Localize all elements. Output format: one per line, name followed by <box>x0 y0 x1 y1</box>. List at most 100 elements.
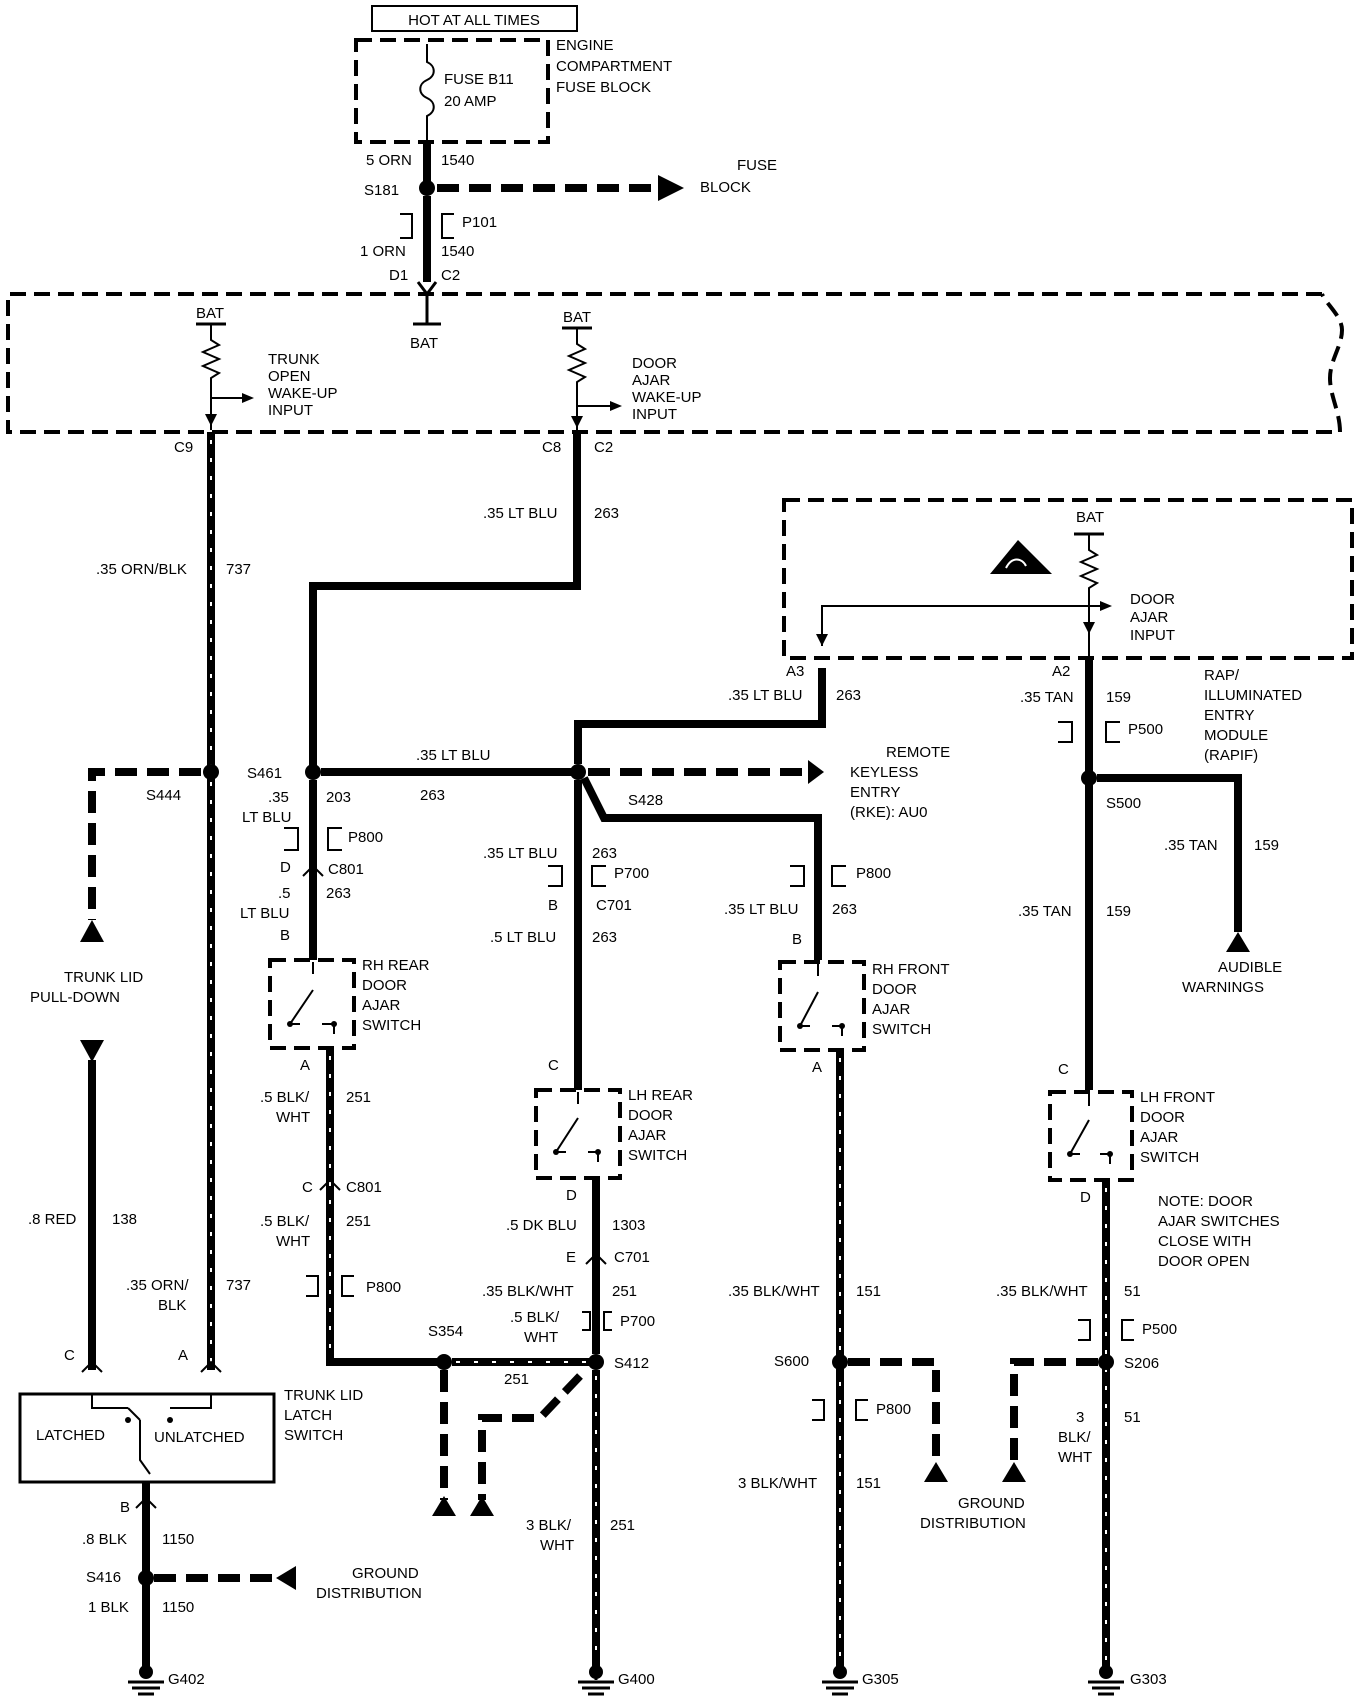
w263b-gauge-2: LT BLU <box>240 905 289 922</box>
rapif-tan-gauge: .35 TAN <box>1164 837 1218 854</box>
fuse-block-ref-2: BLOCK <box>700 179 751 196</box>
w263-circuit: 263 <box>594 505 619 522</box>
rh-front-switch-icon <box>799 964 843 1036</box>
lh-front-label-4: SWITCH <box>1140 1149 1199 1166</box>
ground-g303-icon <box>1088 1680 1124 1696</box>
w203-gauge-2: LT BLU <box>242 809 291 826</box>
rh-front-pin: A <box>812 1059 822 1076</box>
lh-rear-label-1: LH REAR <box>628 1087 693 1104</box>
pin-b-rf: B <box>792 931 802 948</box>
connector-p101-label: P101 <box>462 214 497 231</box>
fuse-block-arrow-icon <box>658 175 684 201</box>
connector-p500-b-label: P500 <box>1142 1321 1177 1338</box>
s206-ground-arrow-icon <box>1002 1462 1026 1482</box>
orn-circuit: 737 <box>226 1277 251 1294</box>
branch-ground-arrow-icon <box>470 1496 494 1516</box>
pin-c-lhf: C <box>1058 1061 1069 1078</box>
connector-p101-icon <box>400 213 454 239</box>
rhf2-circuit: 151 <box>856 1475 881 1492</box>
wire-159-audible <box>1097 774 1242 932</box>
splice-s354-label: S354 <box>428 1323 463 1340</box>
door-input-label-1: DOOR <box>632 355 677 372</box>
wire-to-rh-front <box>580 776 822 960</box>
lh-rear-label-4: SWITCH <box>628 1147 687 1164</box>
connector-p800-c-icon <box>812 1399 868 1421</box>
rapif-tan2-gauge: .35 TAN <box>1018 903 1072 920</box>
connector-p500-a-icon <box>1058 721 1120 743</box>
rke-arrow-icon <box>808 760 824 784</box>
ground-g400-dot <box>589 1665 603 1679</box>
splice-s461-label: S461 <box>247 765 282 782</box>
lh-front-pin: D <box>1080 1189 1091 1206</box>
rapif-name-3: ENTRY <box>1204 707 1255 724</box>
rh-front-label-1: RH FRONT <box>872 961 950 978</box>
ground-g305-icon <box>822 1680 858 1696</box>
lh-rear-wire2-circuit: 263 <box>592 929 617 946</box>
w251-label: 251 <box>504 1371 529 1388</box>
rhr2-circuit: 251 <box>346 1213 371 1230</box>
feed-upper-gauge: 5 ORN <box>366 152 412 169</box>
trunk-input-label-3: WAKE-UP <box>268 385 337 402</box>
connector-p800-rf-icon <box>790 865 846 887</box>
rapif-name-5: (RAPIF) <box>1204 747 1258 764</box>
bat-left-label: BAT <box>196 305 224 322</box>
w263-gauge: .35 LT BLU <box>483 505 558 522</box>
ground-g402-icon <box>128 1680 164 1696</box>
blk1-circuit: 1150 <box>162 1531 194 1548</box>
connector-p800-a-label: P800 <box>348 829 383 846</box>
lhf2-gauge-2: BLK/ <box>1058 1429 1091 1446</box>
rh-front-label-2: DOOR <box>872 981 917 998</box>
connector-p700-b-icon <box>582 1311 612 1331</box>
rh-rear-switch-box <box>268 958 356 1050</box>
splice-s181-label: S181 <box>364 182 399 199</box>
splice-s444 <box>203 764 219 780</box>
ground-g303-label: G303 <box>1130 1671 1167 1688</box>
fuse-name: FUSE B11 <box>444 71 514 88</box>
resistor-door-icon <box>566 328 588 406</box>
splice-s600 <box>832 1354 848 1370</box>
w203-gauge-1: .35 <box>268 789 289 806</box>
pin-d-a: D <box>280 859 291 876</box>
orn-gauge-1: .35 ORN/ <box>126 1277 189 1294</box>
connector-p800-c-label: P800 <box>876 1401 911 1418</box>
audible-label-2: WARNINGS <box>1182 979 1264 996</box>
latch-label-2: LATCH <box>284 1407 332 1424</box>
lhf2-gauge-3: WHT <box>1058 1449 1092 1466</box>
resistor-trunk-icon <box>200 324 222 398</box>
pin-c8: C8 <box>542 439 561 456</box>
splice-s500-label: S500 <box>1106 795 1141 812</box>
rapif-a3-arrow <box>816 634 828 646</box>
w203-circuit: 203 <box>326 789 351 806</box>
rhr-circuit: 251 <box>346 1089 371 1106</box>
splice-s416-label: S416 <box>86 1569 121 1586</box>
w263b-circuit: 263 <box>326 885 351 902</box>
fuse-rating: 20 AMP <box>444 93 497 110</box>
pin-b-b: B <box>548 897 558 914</box>
lh-rear-label-3: AJAR <box>628 1127 667 1144</box>
connector-c801-a-icon <box>302 864 324 877</box>
w737-circuit: 737 <box>226 561 251 578</box>
lhf-gauge: .35 BLK/WHT <box>996 1283 1088 1300</box>
lhr3-gauge-1: .5 BLK/ <box>510 1309 560 1326</box>
pin-c2b: C2 <box>594 439 613 456</box>
connector-p800-b-label: P800 <box>366 1279 401 1296</box>
lhr-e-pin: E <box>566 1249 576 1266</box>
rapif-pin-a2: A2 <box>1052 663 1070 680</box>
rhf-gauge: .35 BLK/WHT <box>728 1283 820 1300</box>
lh-rear-switch-box <box>534 1088 622 1180</box>
module-bat-terminal <box>413 281 441 326</box>
rh-rear-label-1: RH REAR <box>362 957 430 974</box>
door-input-label-4: INPUT <box>632 406 677 423</box>
trunk-pin-c: C <box>64 1347 75 1364</box>
splice-s412 <box>588 1354 604 1370</box>
connector-p700-b-label: P700 <box>620 1313 655 1330</box>
lh-front-label-3: AJAR <box>1140 1129 1179 1146</box>
rhr-c-pin: C <box>302 1179 313 1196</box>
lh-front-switch-box <box>1048 1090 1134 1182</box>
wire-251-rhr <box>326 1048 444 1366</box>
splice-s181 <box>419 180 435 196</box>
lh-front-switch-contact-2 <box>1107 1151 1113 1157</box>
splice-s444-label: S444 <box>146 787 181 804</box>
connector-p700-a-label: P700 <box>614 865 649 882</box>
rh-rear-label-3: AJAR <box>362 997 401 1014</box>
